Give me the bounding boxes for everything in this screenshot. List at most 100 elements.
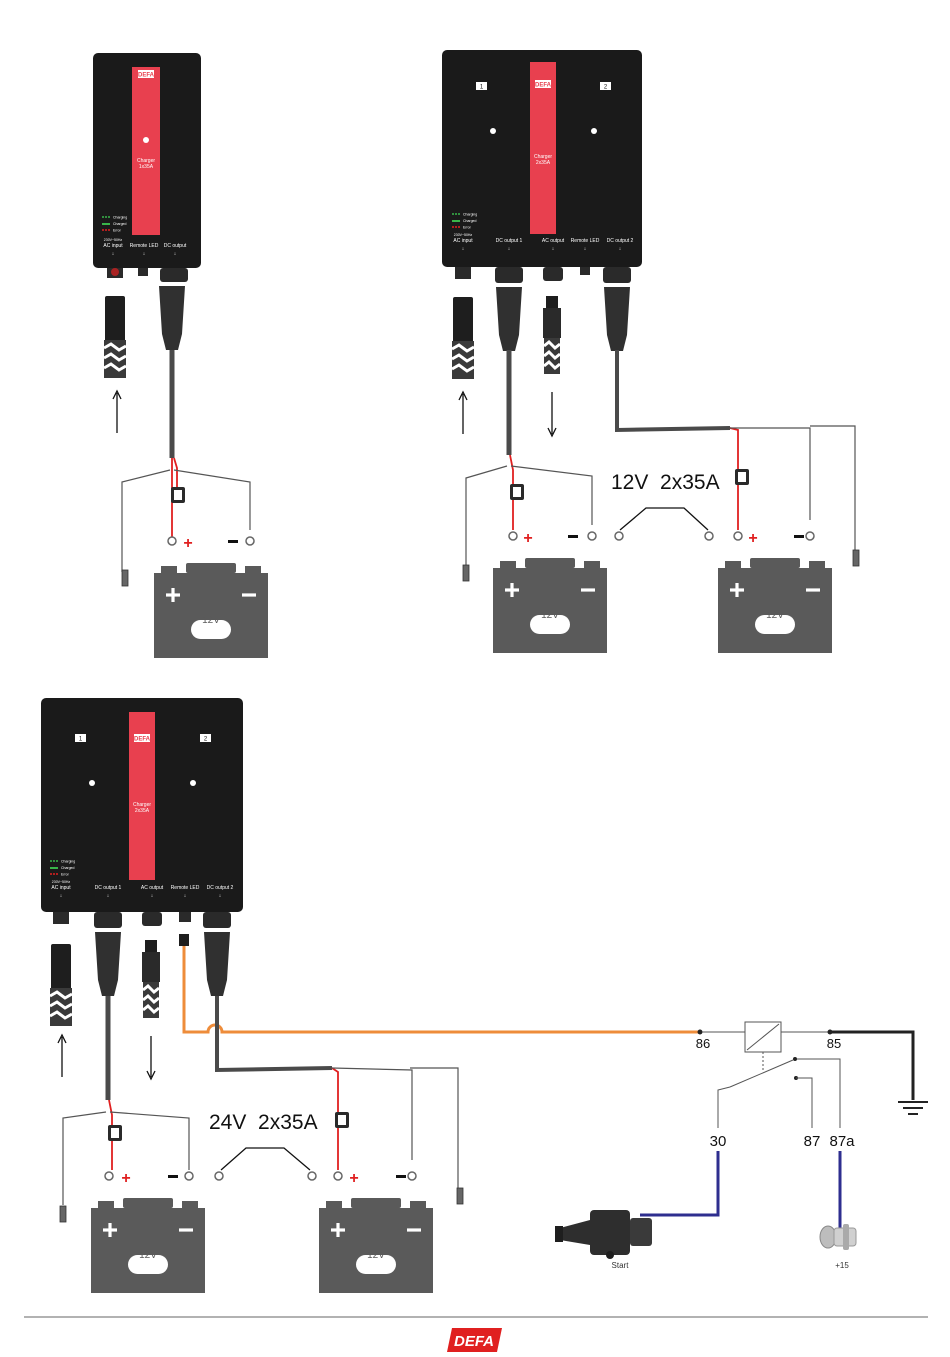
minus-sign-icon [794,535,804,538]
minus-sign-icon [228,540,238,543]
charger-3-led-legend: Charging Charged Error [50,860,75,877]
charger-1-logo: DEFA [138,73,155,79]
battery-icon [317,1196,435,1295]
svg-text:Error: Error [61,873,70,877]
port-label-dc-output-2: DC output 2 [607,238,634,244]
port-label-dc-output-1: DC output 1 [95,885,122,891]
svg-text:Error: Error [463,226,472,230]
dc-output-1-port [495,267,523,283]
port-label-ac-input: AC input [453,238,473,244]
defa-logo-icon [535,80,551,88]
arrow-down-icon: ↓ [174,251,177,257]
chassis-clip-icon [456,1187,464,1205]
remote-signal-wire [182,946,698,1034]
port-label-ac-input: AC input [103,243,123,249]
port-label-dc-output-2: DC output 2 [207,885,234,891]
dc-connector-icon [604,287,630,351]
charger-2-brand-stripe [530,62,556,234]
plus-sign-icon: + [523,530,532,547]
ground-icon [898,1101,928,1115]
ac-plug-icon [48,942,74,1028]
plus-sign-icon: + [121,1170,130,1187]
port-label-ac-output: AC output [542,238,565,244]
ac-output-port [543,267,563,281]
battery-voltage-label: 12V [202,615,220,626]
charger-1-status-dot [143,137,149,143]
relay-pin-87: 87 [804,1133,821,1150]
port-label-ac-output: AC output [141,885,164,891]
battery-link-cable [220,1147,311,1171]
arrow-down-icon: ↓ [584,246,587,252]
ac-input-port [455,267,471,279]
dc-output-2-port [603,267,631,283]
arrow-down-icon: ↓ [107,893,110,899]
fuse-icon [510,484,524,500]
led-label-error: Error [113,229,122,233]
ac-output-plug-icon [541,294,563,376]
remote-led-plug-icon [179,934,189,946]
led-label-charging: Charging [113,216,127,220]
ac-plug-icon [102,294,128,380]
ac-plug-icon [450,295,476,381]
arrow-down-icon: ↓ [184,893,187,899]
ignition-signal-wire [838,1151,852,1237]
channel-badge-1: 1 [79,737,83,743]
charger-1-led-legend: Charging Charged Error [102,216,127,233]
arrow-down-icon: ↓ [151,893,154,899]
charger-3-logo: DEFA [134,737,151,743]
arrow-down-icon: ↓ [219,893,222,899]
port-label-dc-output: DC output [164,243,187,249]
dc-output-2-cable [215,996,333,1073]
battery-icon [491,556,609,655]
arrow-down-icon: ↓ [60,893,63,899]
battery-voltage-label: 12V [766,610,784,621]
battery-icon [89,1196,207,1295]
system-label-12v: 12V 2x35A [611,471,720,494]
plus-sign-icon: + [349,1170,358,1187]
arrow-down-icon: ↓ [143,251,146,257]
plus-sign-icon: + [183,535,192,552]
arrow-down-icon: ↓ [462,246,465,252]
svg-text:Charging: Charging [61,860,75,864]
relay-pin-85: 85 [827,1036,841,1051]
defa-footer-logo: DEFA [447,1328,502,1352]
channel-badge-2: 2 [204,737,208,743]
relay-pin-30: 30 [710,1133,727,1150]
svg-text:Charged: Charged [61,866,74,870]
battery-icon [716,556,834,655]
ground-wire [832,1030,915,1100]
charger-1-voltage-note: 230V~50Hz [104,238,123,242]
arrow-down-icon: ↓ [112,251,115,257]
port-label-dc-output-1: DC output 1 [496,238,523,244]
port-label-remote-led: Remote LED [571,238,600,244]
relay-icon [697,1021,928,1128]
fuse-icon [735,469,749,485]
fuse-icon [108,1125,122,1141]
charger-3-voltage-note: 230V~50Hz [52,880,71,884]
arrow-down-icon: ↓ [619,246,622,252]
ignition-label: +15 [835,1261,849,1270]
svg-text:Charging: Charging [463,213,477,217]
chassis-clip-icon [59,1205,67,1223]
battery-voltage-label: 12V [367,1250,385,1261]
channel-1-status-dot [490,128,496,134]
charger-2-voltage-note: 230V~50Hz [454,233,473,237]
battery-voltage-label: 12V [139,1250,157,1261]
start-signal-wire [640,1151,720,1217]
ignition-switch-icon [819,1224,857,1250]
remote-led-port [580,267,590,275]
battery-link-cable [619,507,709,531]
svg-text:Charged: Charged [463,219,476,223]
battery-icon [152,561,270,660]
chassis-clip-icon [852,549,860,567]
defa-logo-text: DEFA [454,1333,494,1350]
port-label-remote-led: Remote LED [130,243,159,249]
channel-badge-2: 2 [604,85,608,91]
relay-pin-86: 86 [696,1036,710,1051]
minus-sign-icon [168,1175,178,1178]
